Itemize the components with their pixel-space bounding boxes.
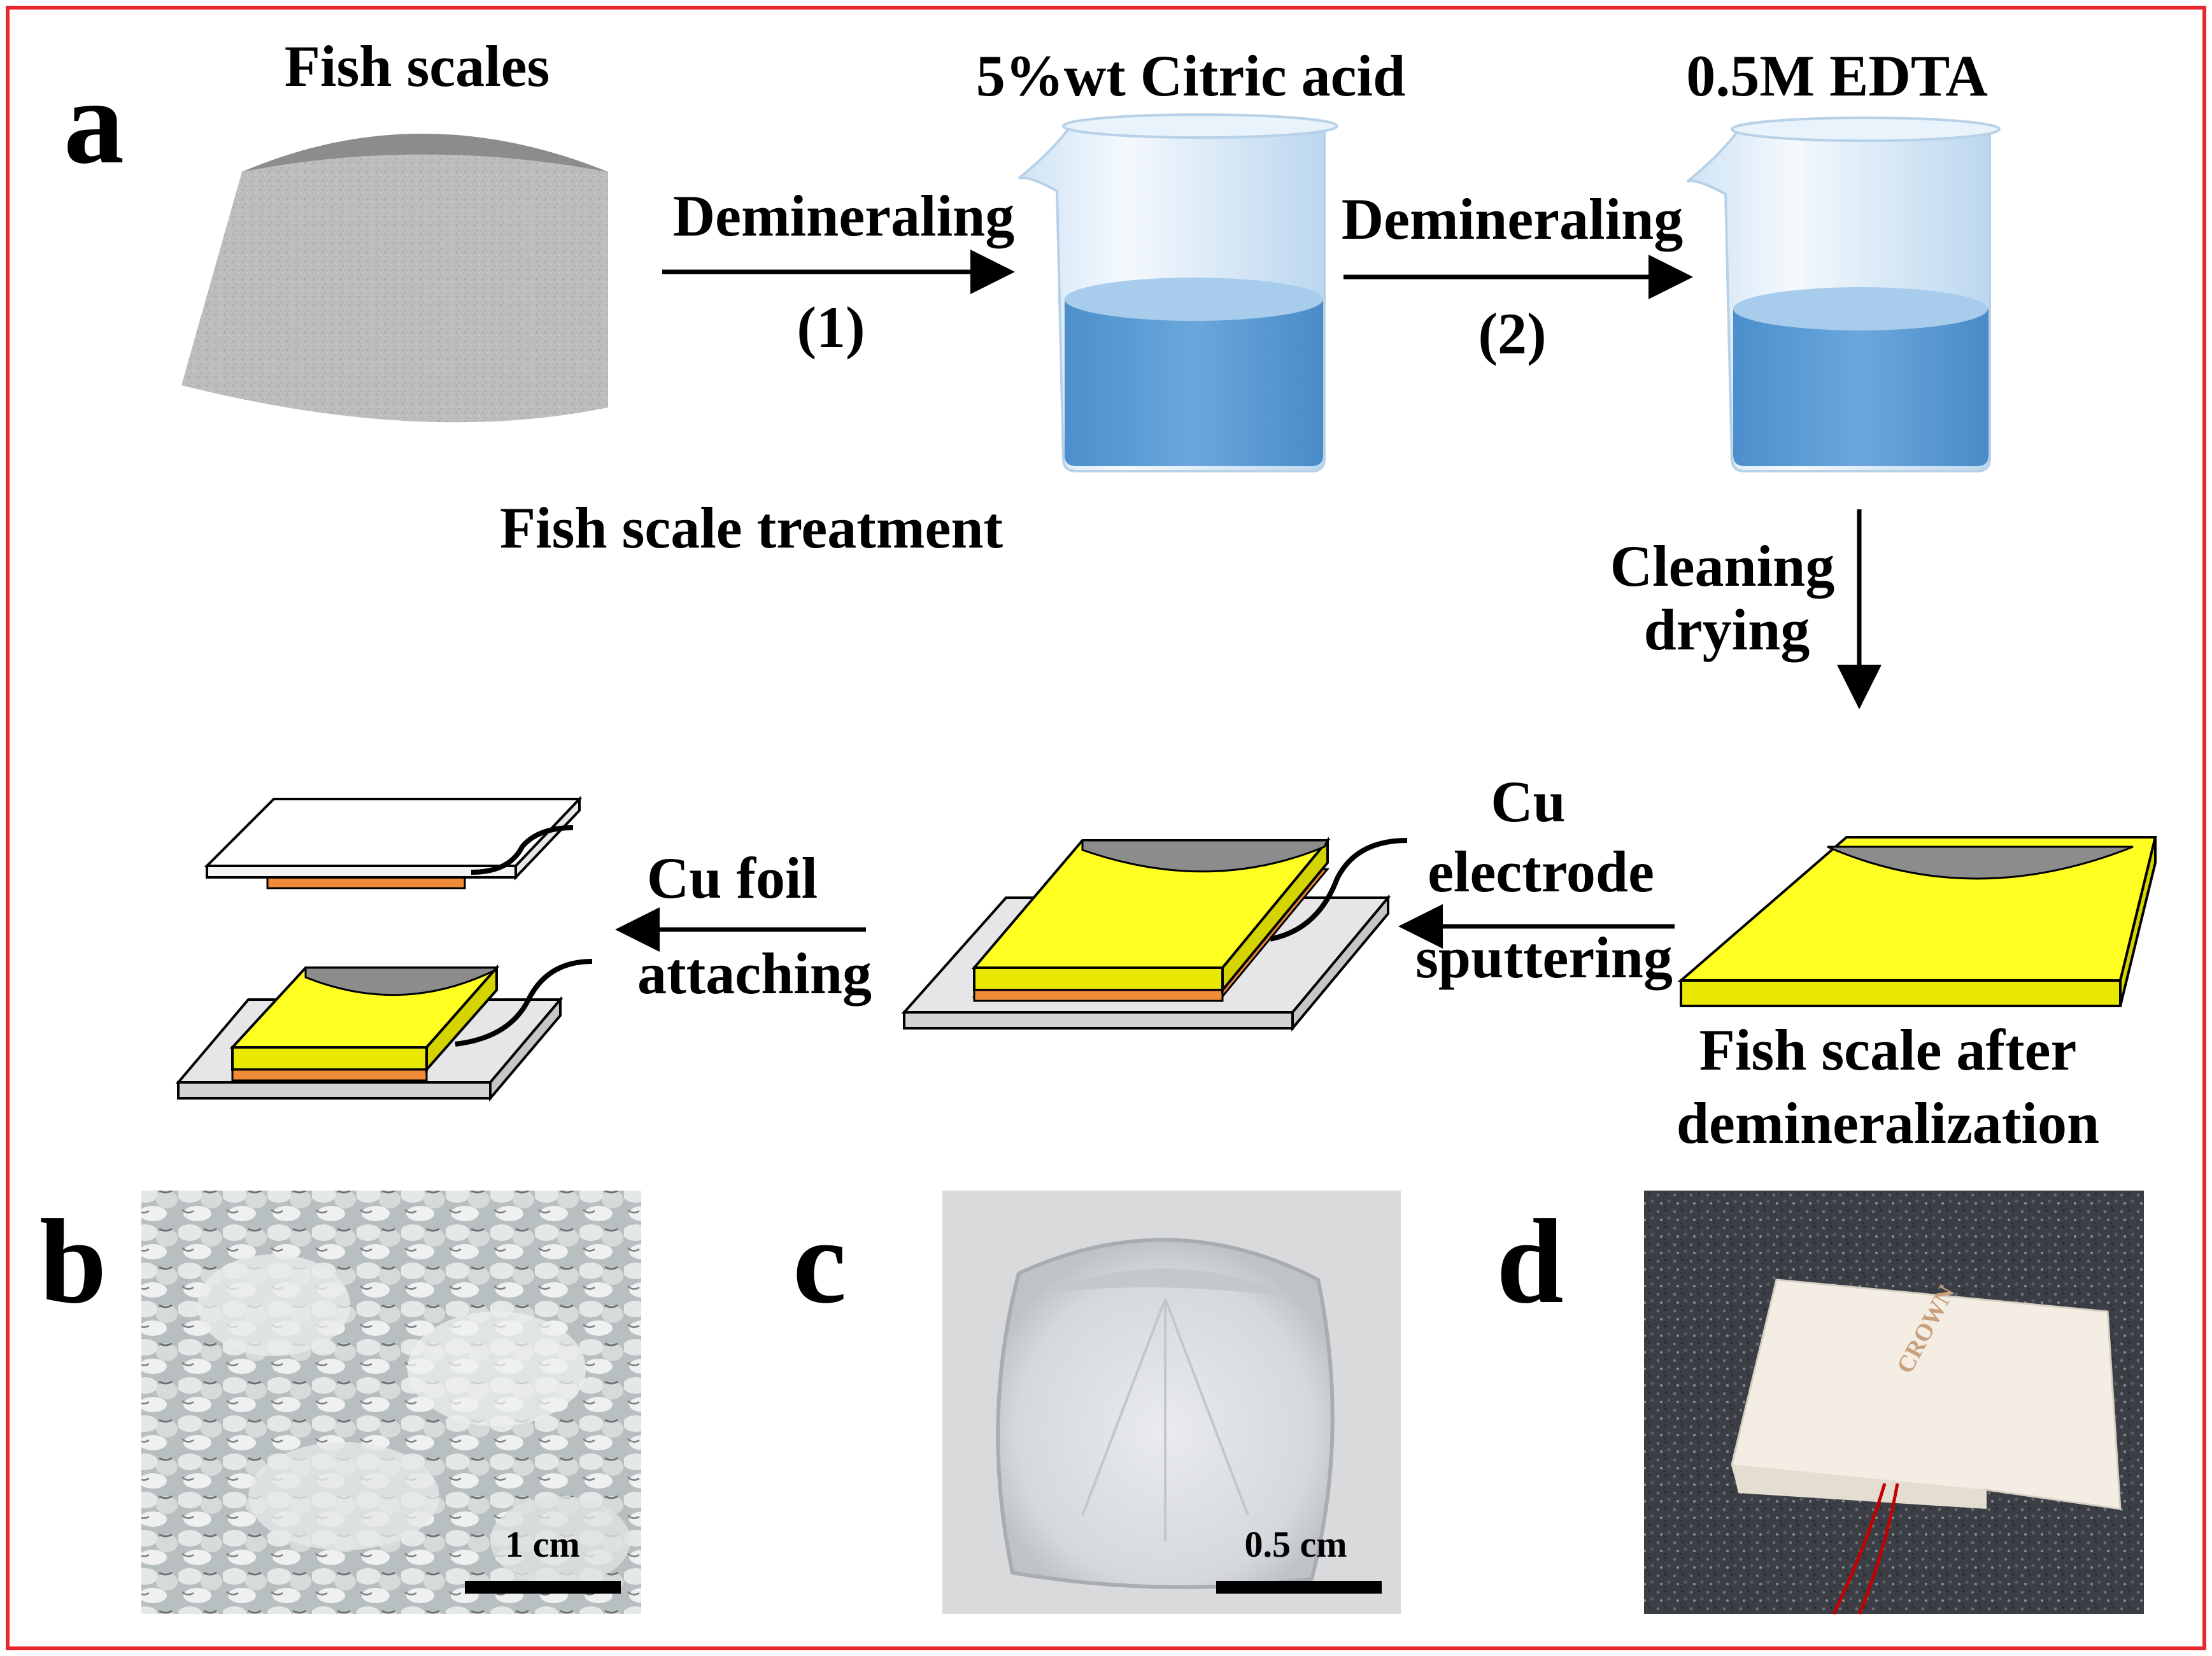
- fish-scales-label: Fish scales: [285, 34, 550, 99]
- raw-fish-scale-illustration: [181, 134, 608, 423]
- panel-label-d: d: [1496, 1195, 1564, 1329]
- fish-scale-after-label: Fish scale after: [1699, 1017, 2077, 1082]
- demineraling-2-label: Demineraling: [1342, 187, 1684, 251]
- attaching-label: attaching: [637, 941, 872, 1006]
- sputtered-electrode-device: [901, 837, 1408, 1032]
- photo-fish-scales-pile: 1 cm: [141, 1191, 641, 1614]
- sputtering-label: sputtering: [1415, 925, 1673, 990]
- demineralized-scale-illustration: [1677, 836, 2157, 1007]
- citric-acid-label: 5%wt Citric acid: [976, 43, 1406, 108]
- fish-scale-treatment-label: Fish scale treatment: [500, 495, 1003, 560]
- photo-finished-device: CROWN: [1644, 1191, 2144, 1615]
- scale-bar-b-label: 1 cm: [505, 1524, 580, 1565]
- panel-label-c: c: [793, 1195, 846, 1329]
- scale-bar-c-label: 0.5 cm: [1244, 1524, 1347, 1565]
- demineraling-1-label: Demineraling: [673, 183, 1015, 248]
- cleaning-label: Cleaning: [1610, 534, 1835, 598]
- beaker-citric-acid: [1017, 113, 1338, 472]
- drying-label: drying: [1644, 597, 1810, 662]
- panel-label-a: a: [64, 55, 124, 189]
- edta-label: 0.5M EDTA: [1686, 43, 1988, 108]
- panel-label-b: b: [39, 1195, 107, 1329]
- beaker-edta: [1686, 117, 2001, 472]
- step-2-number: (2): [1478, 301, 1546, 366]
- top-cu-foil-plate: [204, 796, 583, 889]
- photo-single-scale: 0.5 cm: [942, 1191, 1401, 1614]
- figure-border: [6, 6, 2206, 1650]
- cu-label: Cu: [1491, 769, 1566, 834]
- demineralization-label: demineralization: [1677, 1091, 2099, 1156]
- electrode-label: electrode: [1428, 839, 1654, 904]
- cu-foil-label: Cu foil: [647, 846, 818, 910]
- bottom-device-assembly: [175, 959, 593, 1102]
- step-1-number: (1): [797, 295, 865, 360]
